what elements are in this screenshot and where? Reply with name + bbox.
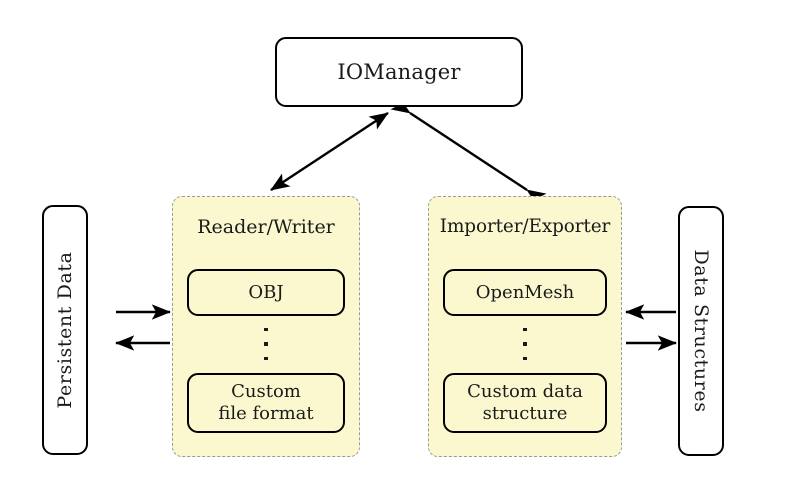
connector-manager-readerwriter <box>270 111 389 192</box>
item-custom-file-format[interactable]: Custom file format <box>187 373 345 433</box>
item-obj-label: OBJ <box>248 281 284 303</box>
item-custom-data-structure-label: Custom data structure <box>467 381 583 425</box>
item-custom-data-structure-line2: structure <box>482 403 568 424</box>
io-manager-node[interactable]: IOManager <box>275 37 523 107</box>
group-importer-exporter-title: Importer/Exporter <box>439 216 611 237</box>
item-obj[interactable]: OBJ <box>187 269 345 316</box>
item-custom-data-structure-line1: Custom data <box>467 381 583 403</box>
data-structures-label: Data Structures <box>690 249 712 413</box>
group-reader-writer-title: Reader/Writer <box>197 216 335 238</box>
ellipsis-dot <box>264 342 268 346</box>
reader-writer-ellipsis-icon <box>173 324 359 364</box>
persistent-data-node[interactable]: Persistent Data <box>42 205 88 455</box>
connector-manager-importerexporter <box>390 96 547 207</box>
item-custom-file-format-label: Custom file format <box>218 381 313 425</box>
persistent-data-label: Persistent Data <box>54 251 76 409</box>
ellipsis-dot <box>264 356 268 360</box>
ellipsis-dot <box>264 328 268 332</box>
ellipsis-dot <box>523 342 527 346</box>
item-custom-data-structure[interactable]: Custom data structure <box>443 373 607 433</box>
data-structures-node[interactable]: Data Structures <box>678 206 724 456</box>
item-custom-file-format-line1: Custom <box>231 381 301 403</box>
item-openmesh-label: OpenMesh <box>475 281 575 303</box>
importer-exporter-ellipsis-icon <box>429 324 621 364</box>
ellipsis-dot <box>523 328 527 332</box>
item-custom-file-format-line2: file format <box>218 403 314 424</box>
io-manager-label: IOManager <box>337 60 461 84</box>
group-reader-writer[interactable]: Reader/Writer OBJ Custom file format <box>172 196 360 457</box>
group-importer-exporter[interactable]: Importer/Exporter OpenMesh Custom data s… <box>428 196 622 457</box>
ellipsis-dot <box>523 356 527 360</box>
item-openmesh[interactable]: OpenMesh <box>443 269 607 316</box>
